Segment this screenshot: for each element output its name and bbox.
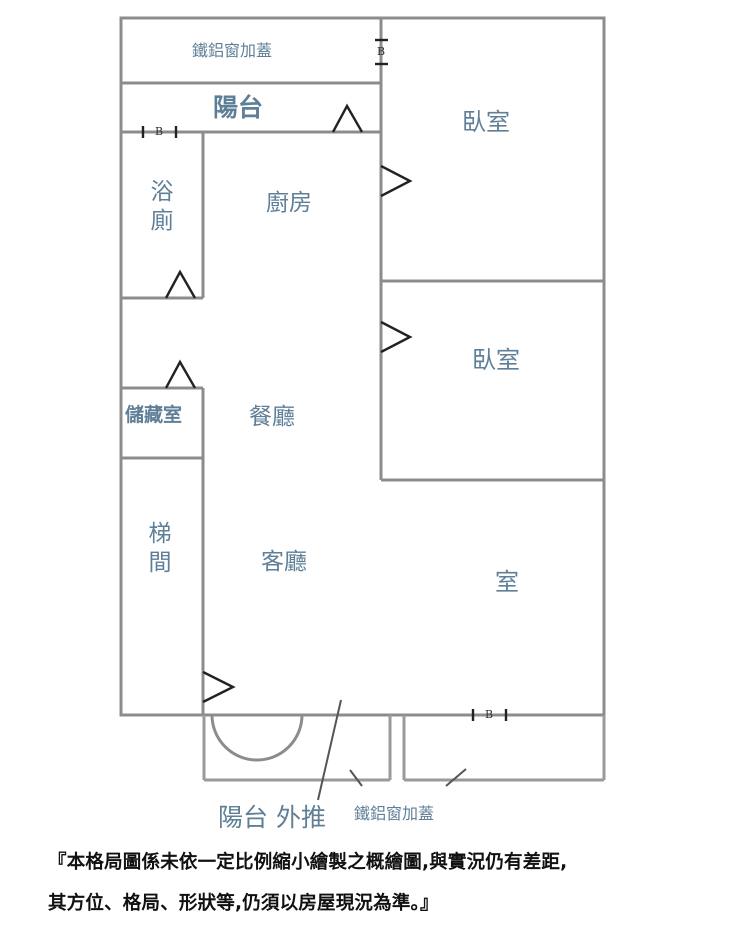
- label-balcony-cover-bottom: 鐵鋁窗加蓋: [354, 804, 435, 823]
- label-bathroom: 浴廁: [150, 179, 174, 234]
- door-chevron: [380, 320, 413, 354]
- label-room-3: 室: [495, 568, 519, 596]
- outer-wall: [119, 16, 606, 717]
- door-chevron: [202, 670, 236, 704]
- door-chevron: [380, 164, 413, 198]
- pointer-line: [445, 768, 467, 787]
- pointer-line: [317, 699, 342, 801]
- b-marker: B: [485, 708, 494, 721]
- label-storage: 儲藏室: [125, 404, 183, 426]
- disclaimer-line-2: 其方位、格局、形狀等,仍須以房屋現況為準。』: [48, 893, 439, 914]
- door-chevron: [164, 359, 197, 389]
- label-balcony-cover-top: 鐵鋁窗加蓋: [192, 41, 273, 60]
- label-kitchen: 廚房: [266, 190, 312, 216]
- door-chevron: [164, 269, 197, 299]
- label-bedroom-1: 臥室: [462, 108, 510, 136]
- label-living: 客廳: [261, 549, 307, 575]
- label-balcony-bottom: 陽台 外推: [218, 803, 326, 832]
- label-stairwell: 梯間: [148, 521, 172, 576]
- label-bedroom-2: 臥室: [472, 346, 520, 374]
- door-arc: [210, 714, 304, 762]
- b-marker: B: [377, 45, 386, 58]
- disclaimer-line-1: 『本格局圖係未依一定比例縮小繪製之概繪圖,與實況仍有差距,: [48, 852, 568, 873]
- b-marker: B: [155, 125, 164, 138]
- pointer-line: [349, 769, 363, 787]
- door-chevron: [331, 103, 364, 133]
- label-balcony-top: 陽台: [213, 93, 264, 122]
- label-dining: 餐廳: [249, 404, 295, 430]
